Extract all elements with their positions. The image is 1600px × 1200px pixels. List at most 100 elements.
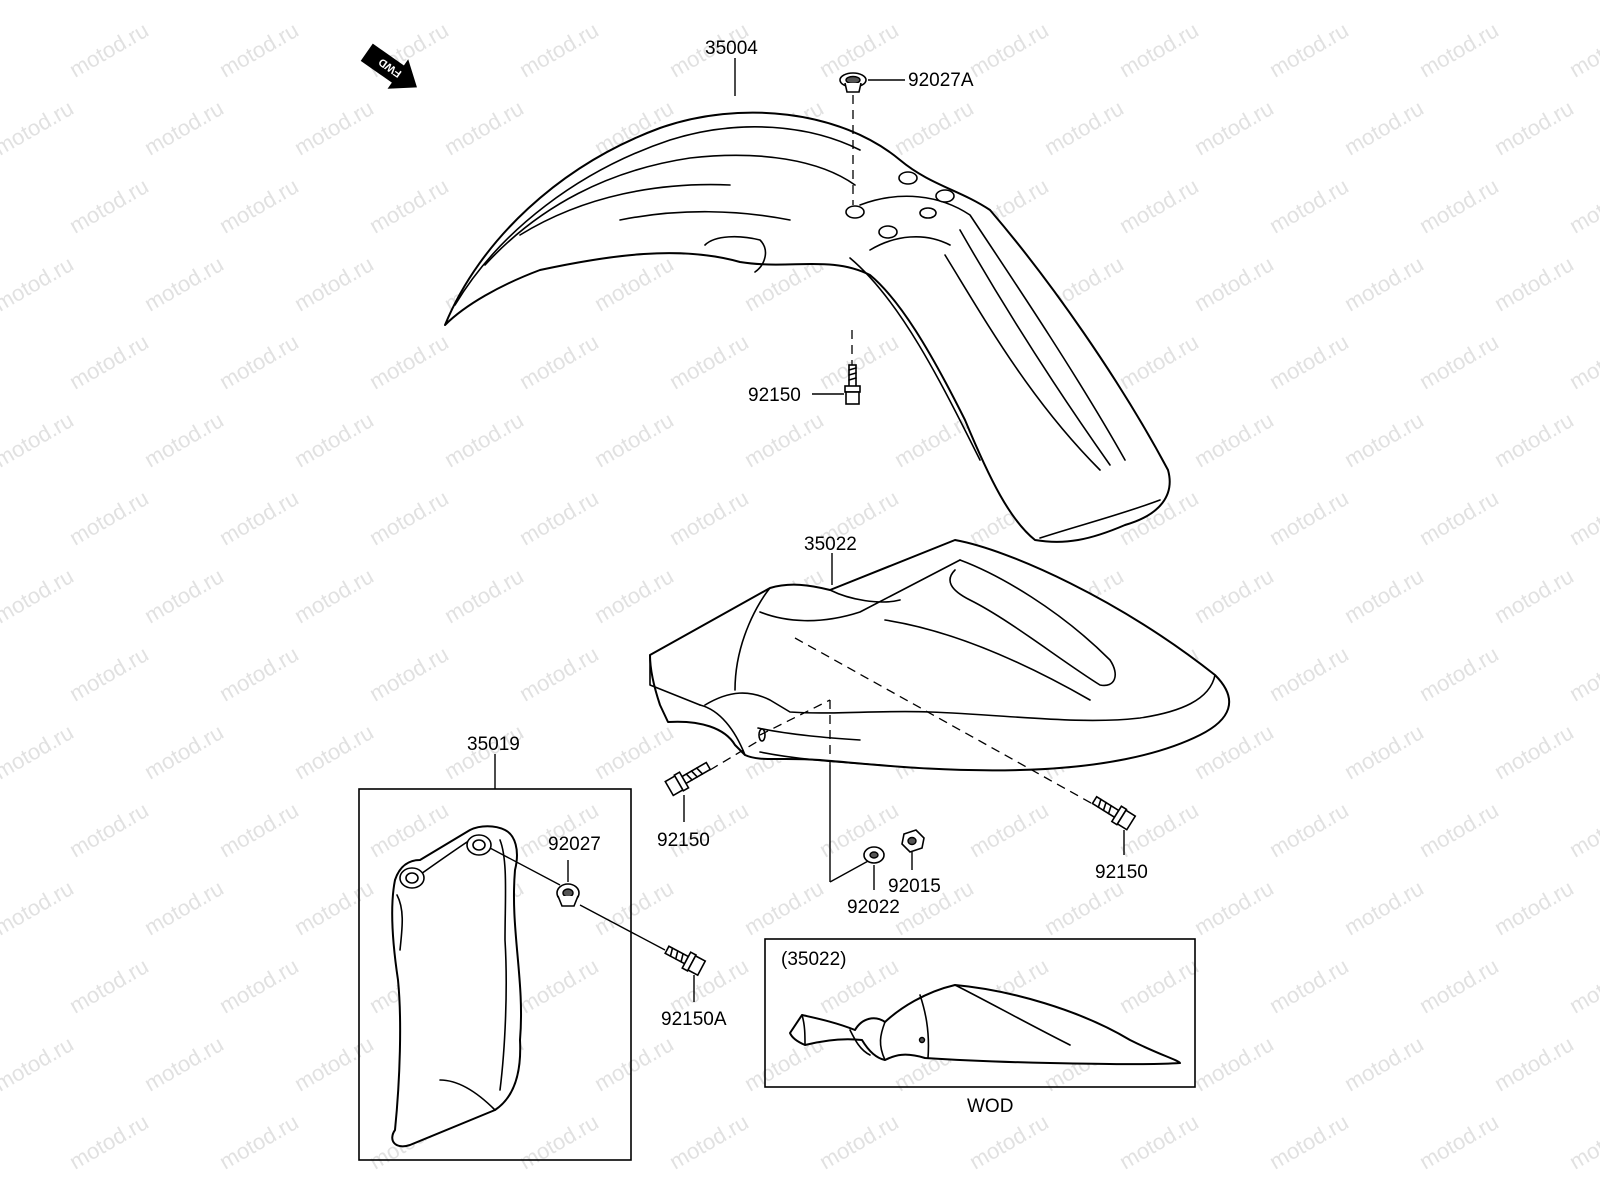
watermark-text: motod.ru [215, 329, 303, 394]
watermark-text: motod.ru [1565, 1109, 1600, 1174]
watermark-text: motod.ru [1490, 251, 1578, 316]
watermark-text: motod.ru [1415, 173, 1503, 238]
watermark-text: motod.ru [590, 407, 678, 472]
watermark-text: motod.ru [0, 719, 78, 784]
watermark-text: motod.ru [740, 407, 828, 472]
watermark-text: motod.ru [1040, 0, 1128, 4]
watermark-text: motod.ru [1265, 329, 1353, 394]
watermark-text: motod.ru [1190, 251, 1278, 316]
watermark-text: motod.ru [1565, 641, 1600, 706]
bolt-92150-top[interactable] [844, 330, 861, 405]
watermark-text: motod.ru [1490, 719, 1578, 784]
watermark-text: motod.ru [1340, 563, 1428, 628]
rear-fender-35022[interactable] [649, 539, 1231, 772]
label-92150-top: 92150 [748, 385, 801, 406]
watermark-text: motod.ru [65, 953, 153, 1018]
watermark-text: motod.ru [365, 485, 453, 550]
watermark-text: motod.ru [0, 407, 78, 472]
watermark-text: motod.ru [0, 875, 78, 940]
watermark-text: motod.ru [1565, 485, 1600, 550]
watermark-text: motod.ru [1265, 797, 1353, 862]
watermark-text: motod.ru [1265, 953, 1353, 1018]
watermark-text: motod.ru [1115, 173, 1203, 238]
label-92027: 92027 [548, 834, 601, 855]
watermark-text: motod.ru [515, 17, 603, 82]
watermark-text: motod.ru [965, 17, 1053, 82]
watermark-text: motod.ru [590, 719, 678, 784]
watermark-text: motod.ru [665, 485, 753, 550]
bolt-92150-left[interactable] [664, 758, 713, 797]
watermark-text: motod.ru [1265, 1109, 1353, 1174]
bolt-92150a[interactable] [663, 942, 707, 977]
watermark-text: motod.ru [440, 407, 528, 472]
washer-92027[interactable] [556, 883, 580, 907]
watermark-text: motod.ru [215, 953, 303, 1018]
watermark-text: motod.ru [1340, 875, 1428, 940]
watermark-text: motod.ru [1490, 875, 1578, 940]
watermark-text: motod.ru [215, 1109, 303, 1174]
watermark-text: motod.ru [1565, 797, 1600, 862]
watermark-text: motod.ru [215, 485, 303, 550]
watermark-text: motod.ru [440, 0, 528, 4]
inset-box [764, 938, 1196, 1088]
watermark-text: motod.ru [1490, 1031, 1578, 1096]
watermark-text: motod.ru [215, 797, 303, 862]
grommet-92027a[interactable] [839, 72, 867, 93]
watermark-text: motod.ru [365, 173, 453, 238]
watermark-text: motod.ru [1190, 0, 1278, 4]
label-92022: 92022 [847, 897, 900, 918]
label-92150-left: 92150 [657, 830, 710, 851]
watermark-text: motod.ru [815, 329, 903, 394]
watermark-text: motod.ru [665, 1109, 753, 1174]
watermark-text: motod.ru [1040, 875, 1128, 940]
watermark-text: motod.ru [290, 719, 378, 784]
watermark-text: motod.ru [140, 0, 228, 4]
watermark-text: motod.ru [890, 95, 978, 160]
watermark-text: motod.ru [1565, 329, 1600, 394]
washer-92022[interactable] [863, 846, 885, 864]
watermark-text: motod.ru [1340, 0, 1428, 4]
watermark-text: motod.ru [215, 173, 303, 238]
watermark-text: motod.ru [515, 953, 603, 1018]
watermark-text: motod.ru [1340, 251, 1428, 316]
watermark-text: motod.ru [1565, 173, 1600, 238]
watermark-text: motod.ru [890, 0, 978, 4]
inset-rear-fender-wod[interactable] [789, 984, 1181, 1066]
mud-flap-35019[interactable] [391, 825, 523, 1148]
watermark-text: motod.ru [740, 875, 828, 940]
bolt-92150-right[interactable] [1090, 792, 1137, 831]
label-35004: 35004 [705, 38, 758, 59]
watermark-text: motod.ru [965, 797, 1053, 862]
watermark-text: motod.ru [1340, 1031, 1428, 1096]
label-35019: 35019 [467, 734, 520, 755]
inset-ref-label: (35022) [781, 949, 847, 970]
label-35022: 35022 [804, 534, 857, 555]
watermark-text: motod.ru [815, 17, 903, 82]
watermark-text: motod.ru [1415, 17, 1503, 82]
watermark-text: motod.ru [140, 407, 228, 472]
label-92150a: 92150A [661, 1009, 727, 1030]
watermark-text: motod.ru [65, 641, 153, 706]
watermark-text: motod.ru [515, 1109, 603, 1174]
watermark-text: motod.ru [965, 1109, 1053, 1174]
nut-92015[interactable] [901, 829, 925, 853]
watermark-text: motod.ru [1415, 1109, 1503, 1174]
watermark-text: motod.ru [65, 797, 153, 862]
watermark-text: motod.ru [1115, 329, 1203, 394]
label-92027a: 92027A [908, 70, 974, 91]
watermark-text: motod.ru [1415, 953, 1503, 1018]
watermark-text: motod.ru [1265, 173, 1353, 238]
watermark-text: motod.ru [440, 563, 528, 628]
watermark-text: motod.ru [0, 563, 78, 628]
front-fender-35004[interactable] [444, 111, 1171, 543]
watermark-text: motod.ru [1415, 641, 1503, 706]
watermark-text: motod.ru [0, 251, 78, 316]
watermark-text: motod.ru [1340, 95, 1428, 160]
fwd-arrow-icon: FWD [360, 43, 417, 89]
watermark-text: motod.ru [515, 485, 603, 550]
watermark-text: motod.ru [1490, 95, 1578, 160]
watermark-text: motod.ru [1265, 485, 1353, 550]
watermark-text: motod.ru [140, 251, 228, 316]
watermark-text: motod.ru [590, 251, 678, 316]
